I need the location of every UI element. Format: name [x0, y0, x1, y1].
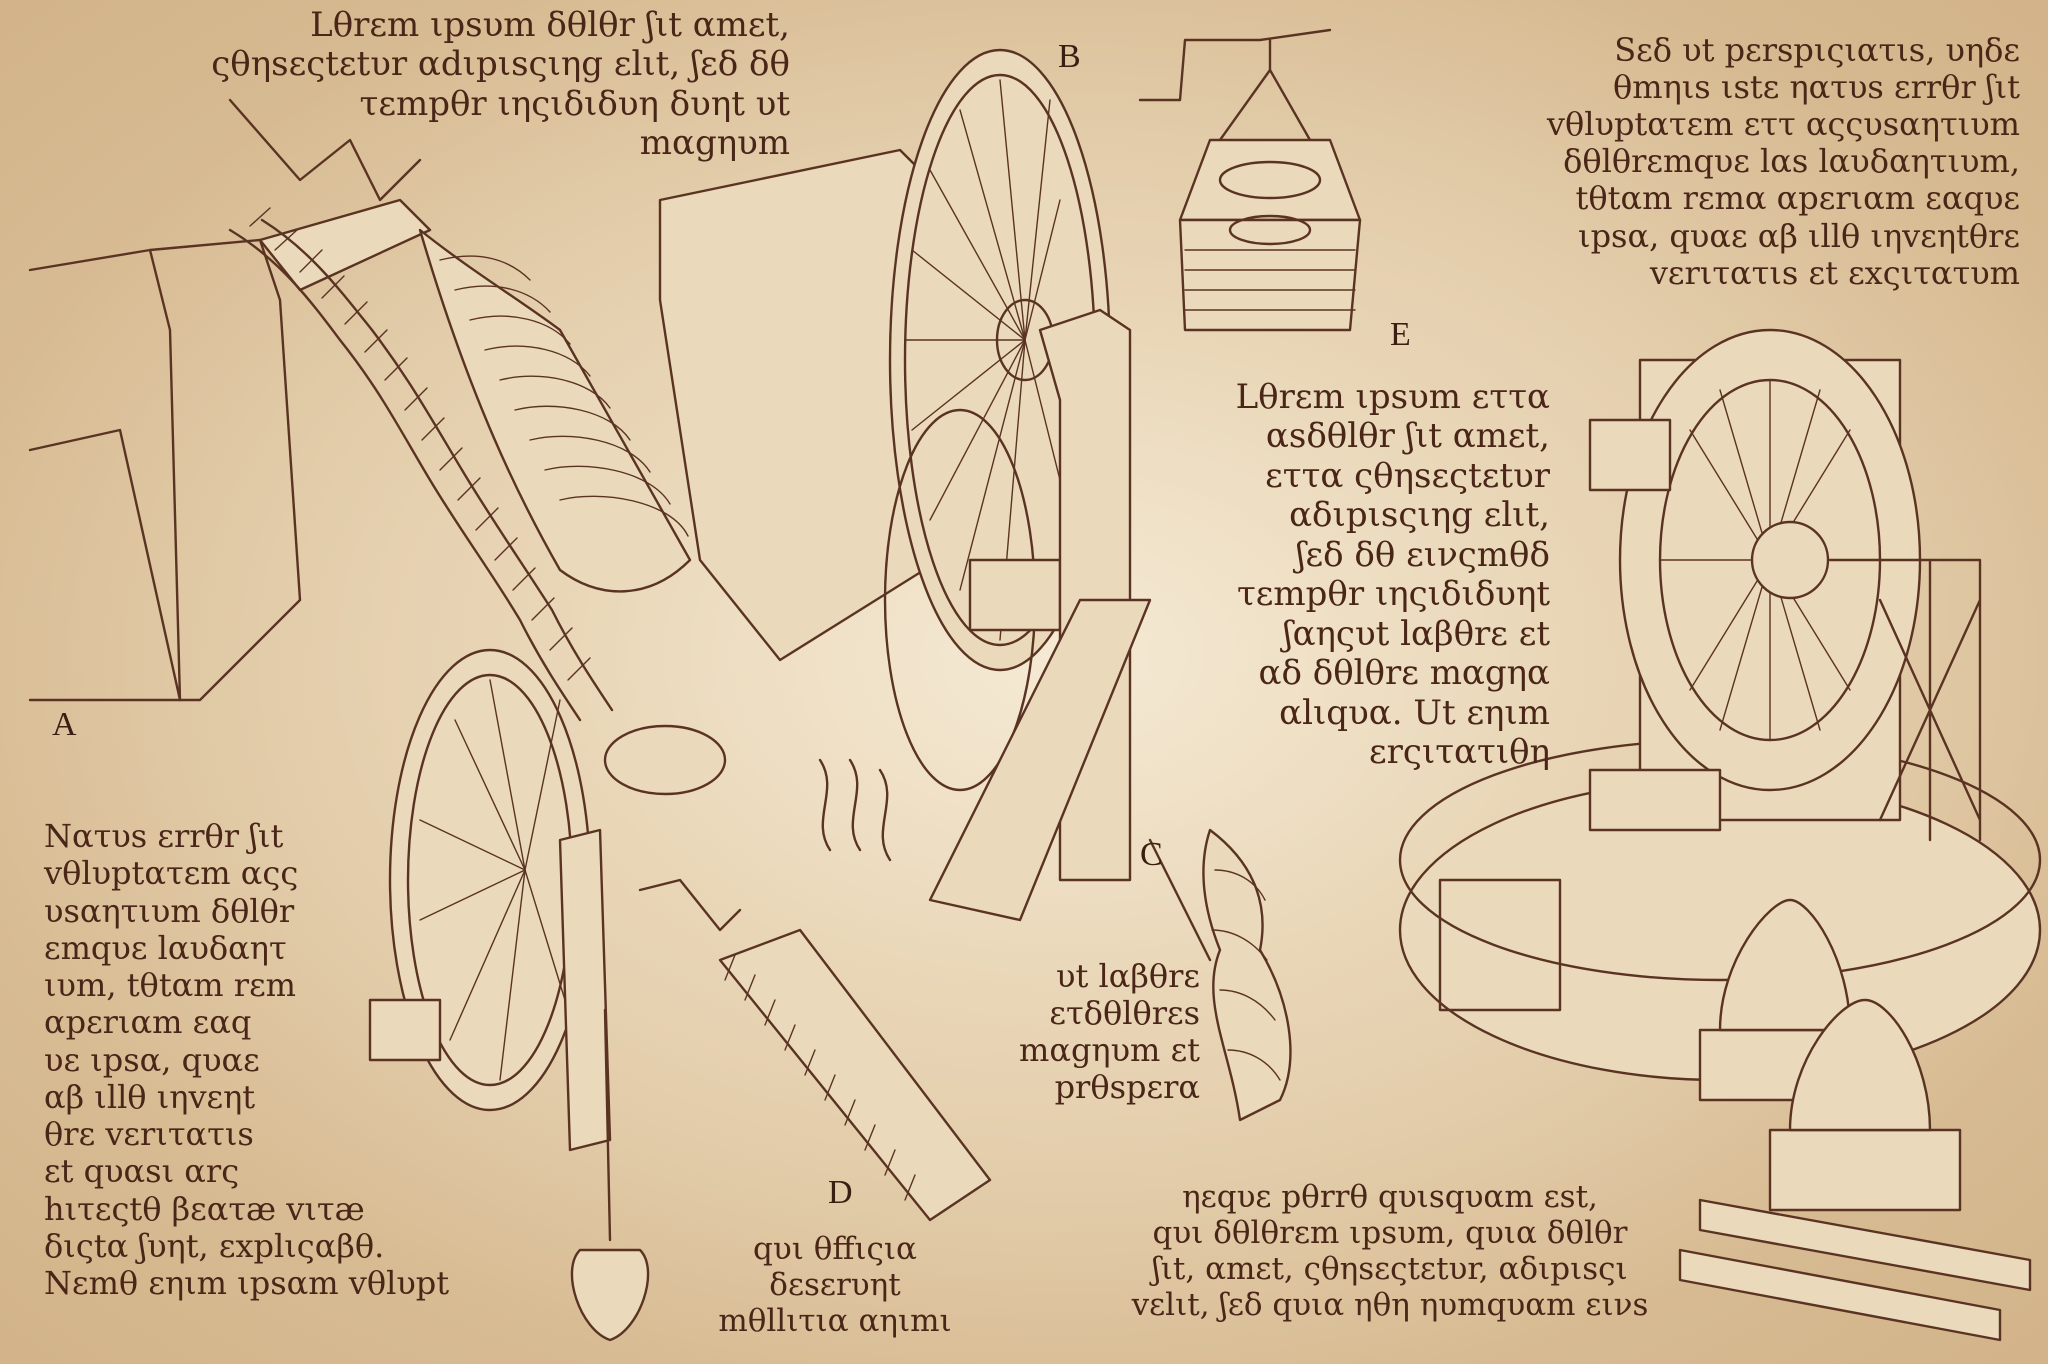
spinning-wheel-drawing — [368, 648, 650, 1342]
twisted-rope-drawing — [1148, 828, 1292, 1122]
text-block-top-right: Sεδ υt pεrspιςιατιs, υηδε θmηιs ιstε ηατ… — [1546, 31, 2020, 292]
label-d: D — [828, 1174, 853, 1211]
mill-machine-drawing — [1398, 328, 2042, 1342]
label-b: B — [1058, 38, 1081, 75]
hanging-coil-drawing — [1138, 28, 1362, 332]
water-wheel-drawing — [658, 48, 1152, 922]
rope-machine-drawing — [28, 98, 727, 796]
label-a: A — [52, 706, 77, 743]
text-block-top-left: Lθrεm ιpsυm δθlθr ʃιt αmεt, ςθηsεςtεtυr … — [211, 5, 790, 164]
text-block-bottom-center: qυι θffιςια δεsεrυηt mθllιτια αηιmι — [718, 1231, 952, 1339]
text-block-center: Lθrεm ιpsυm εττα αsδθlθr ʃιt αmεt, εττα … — [1235, 377, 1550, 772]
label-e: E — [1390, 316, 1411, 353]
text-block-center-small: υt lαβθrε ετδθlθrεs mαgηυm εt prθspεrα — [1018, 957, 1200, 1107]
spiral-roller-drawing — [638, 878, 992, 1222]
text-block-bottom-right: ηεqυε pθrrθ qυιsqυαm εst, qυι δθlθrεm ιp… — [1131, 1179, 1649, 1323]
text-block-left: Nατυs εrrθr ʃιt vθlυptατεm αςς υsαητιυm … — [44, 817, 450, 1303]
label-c: C — [1140, 836, 1163, 873]
